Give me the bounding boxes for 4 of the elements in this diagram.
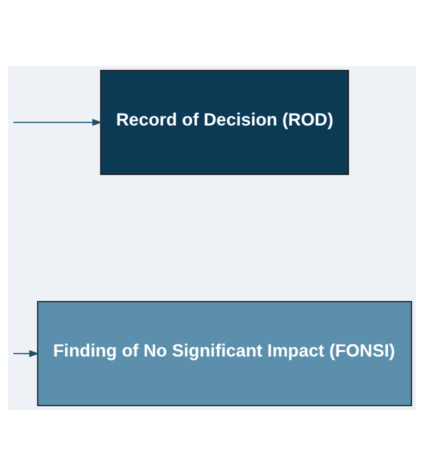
arrow	[13, 350, 40, 358]
node-box: Finding of No Significant Impact (FONSI)	[37, 301, 412, 406]
arrow	[13, 118, 102, 126]
node-box: Record of Decision (ROD)	[100, 70, 349, 175]
